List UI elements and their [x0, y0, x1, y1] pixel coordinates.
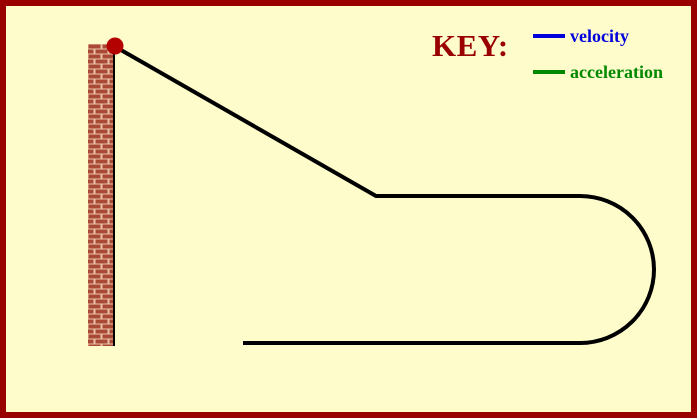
legend-item-velocity: velocity — [533, 27, 629, 45]
velocity-swatch — [533, 34, 565, 38]
legend-label-acceleration: acceleration — [570, 62, 663, 82]
acceleration-swatch — [533, 70, 565, 74]
roller-track — [113, 44, 656, 345]
key-title: KEY: — [432, 28, 509, 63]
brick-wall — [88, 44, 114, 346]
legend-label-velocity: velocity — [570, 26, 629, 46]
legend-item-acceleration: acceleration — [533, 63, 663, 81]
ball — [106, 37, 124, 55]
